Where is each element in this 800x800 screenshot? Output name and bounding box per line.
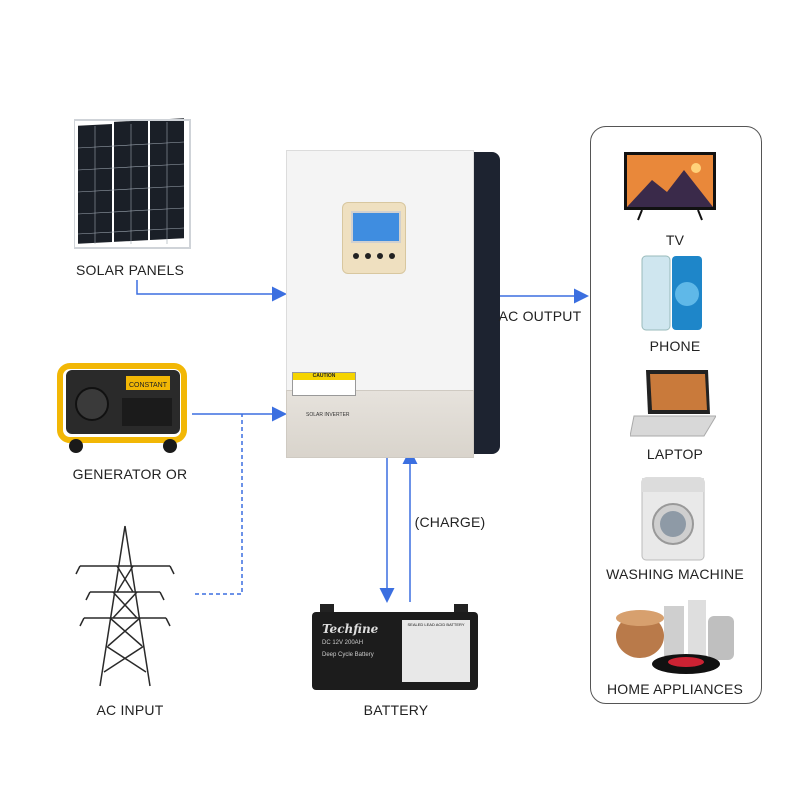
button-1[interactable] — [353, 253, 359, 259]
home-appliances-icon — [616, 600, 734, 674]
appliance-label-washing-machine: WASHING MACHINE — [606, 566, 744, 582]
washing-machine-icon — [641, 477, 705, 561]
generator-label: GENERATOR OR — [72, 466, 188, 482]
battery-body: Techfine DC 12V 200AH Deep Cycle Battery… — [312, 612, 478, 690]
ac-output-label: AC OUTPUT — [498, 308, 582, 324]
appliance-label-tv: TV — [665, 232, 685, 248]
battery-terminal-left — [320, 604, 334, 612]
generator-brand: CONSTANT — [129, 382, 168, 389]
appliances-box — [590, 126, 762, 704]
battery-label: BATTERY — [363, 702, 429, 718]
button-4[interactable] — [389, 253, 395, 259]
generator-icon: CONSTANT — [57, 363, 187, 453]
inverter: CAUTION SOLAR INVERTER — [286, 150, 500, 458]
inverter-control-panel — [342, 202, 406, 274]
lcd-display — [351, 211, 401, 243]
battery: Techfine DC 12V 200AH Deep Cycle Battery… — [312, 604, 478, 690]
solar-to-inverter-arrow — [136, 280, 287, 302]
laptop-icon — [630, 370, 716, 437]
button-3[interactable] — [377, 253, 383, 259]
battery-spec: DC 12V 200AH — [322, 640, 364, 646]
caution-text: CAUTION — [293, 373, 355, 380]
appliance-label-laptop: LAPTOP — [646, 446, 704, 462]
button-2[interactable] — [365, 253, 371, 259]
caution-sticker: CAUTION — [292, 372, 356, 396]
appliance-label-home-appliances: HOME APPLIANCES — [606, 681, 744, 697]
battery-brand: Techfine — [322, 622, 379, 636]
battery-type: Deep Cycle Battery — [322, 652, 374, 658]
transmission-tower-icon — [75, 525, 175, 687]
solar-panels-icon — [74, 118, 191, 249]
tv-icon — [624, 152, 716, 221]
ac-input-dashed-line — [195, 414, 243, 595]
phone-icon — [641, 255, 702, 331]
battery-label-panel: SEALED LEAD ACID BATTERY — [402, 620, 470, 682]
inverter-brand: SOLAR INVERTER — [306, 412, 350, 418]
appliance-label-phone: PHONE — [649, 338, 701, 354]
charge-label: (CHARGE) — [414, 514, 486, 530]
battery-terminal-right — [454, 604, 468, 612]
solar-panels-label: SOLAR PANELS — [76, 262, 184, 278]
inverter-bottom-panel — [286, 390, 474, 458]
ac-input-label: AC INPUT — [96, 702, 164, 718]
battery-header: SEALED LEAD ACID BATTERY — [407, 622, 465, 627]
